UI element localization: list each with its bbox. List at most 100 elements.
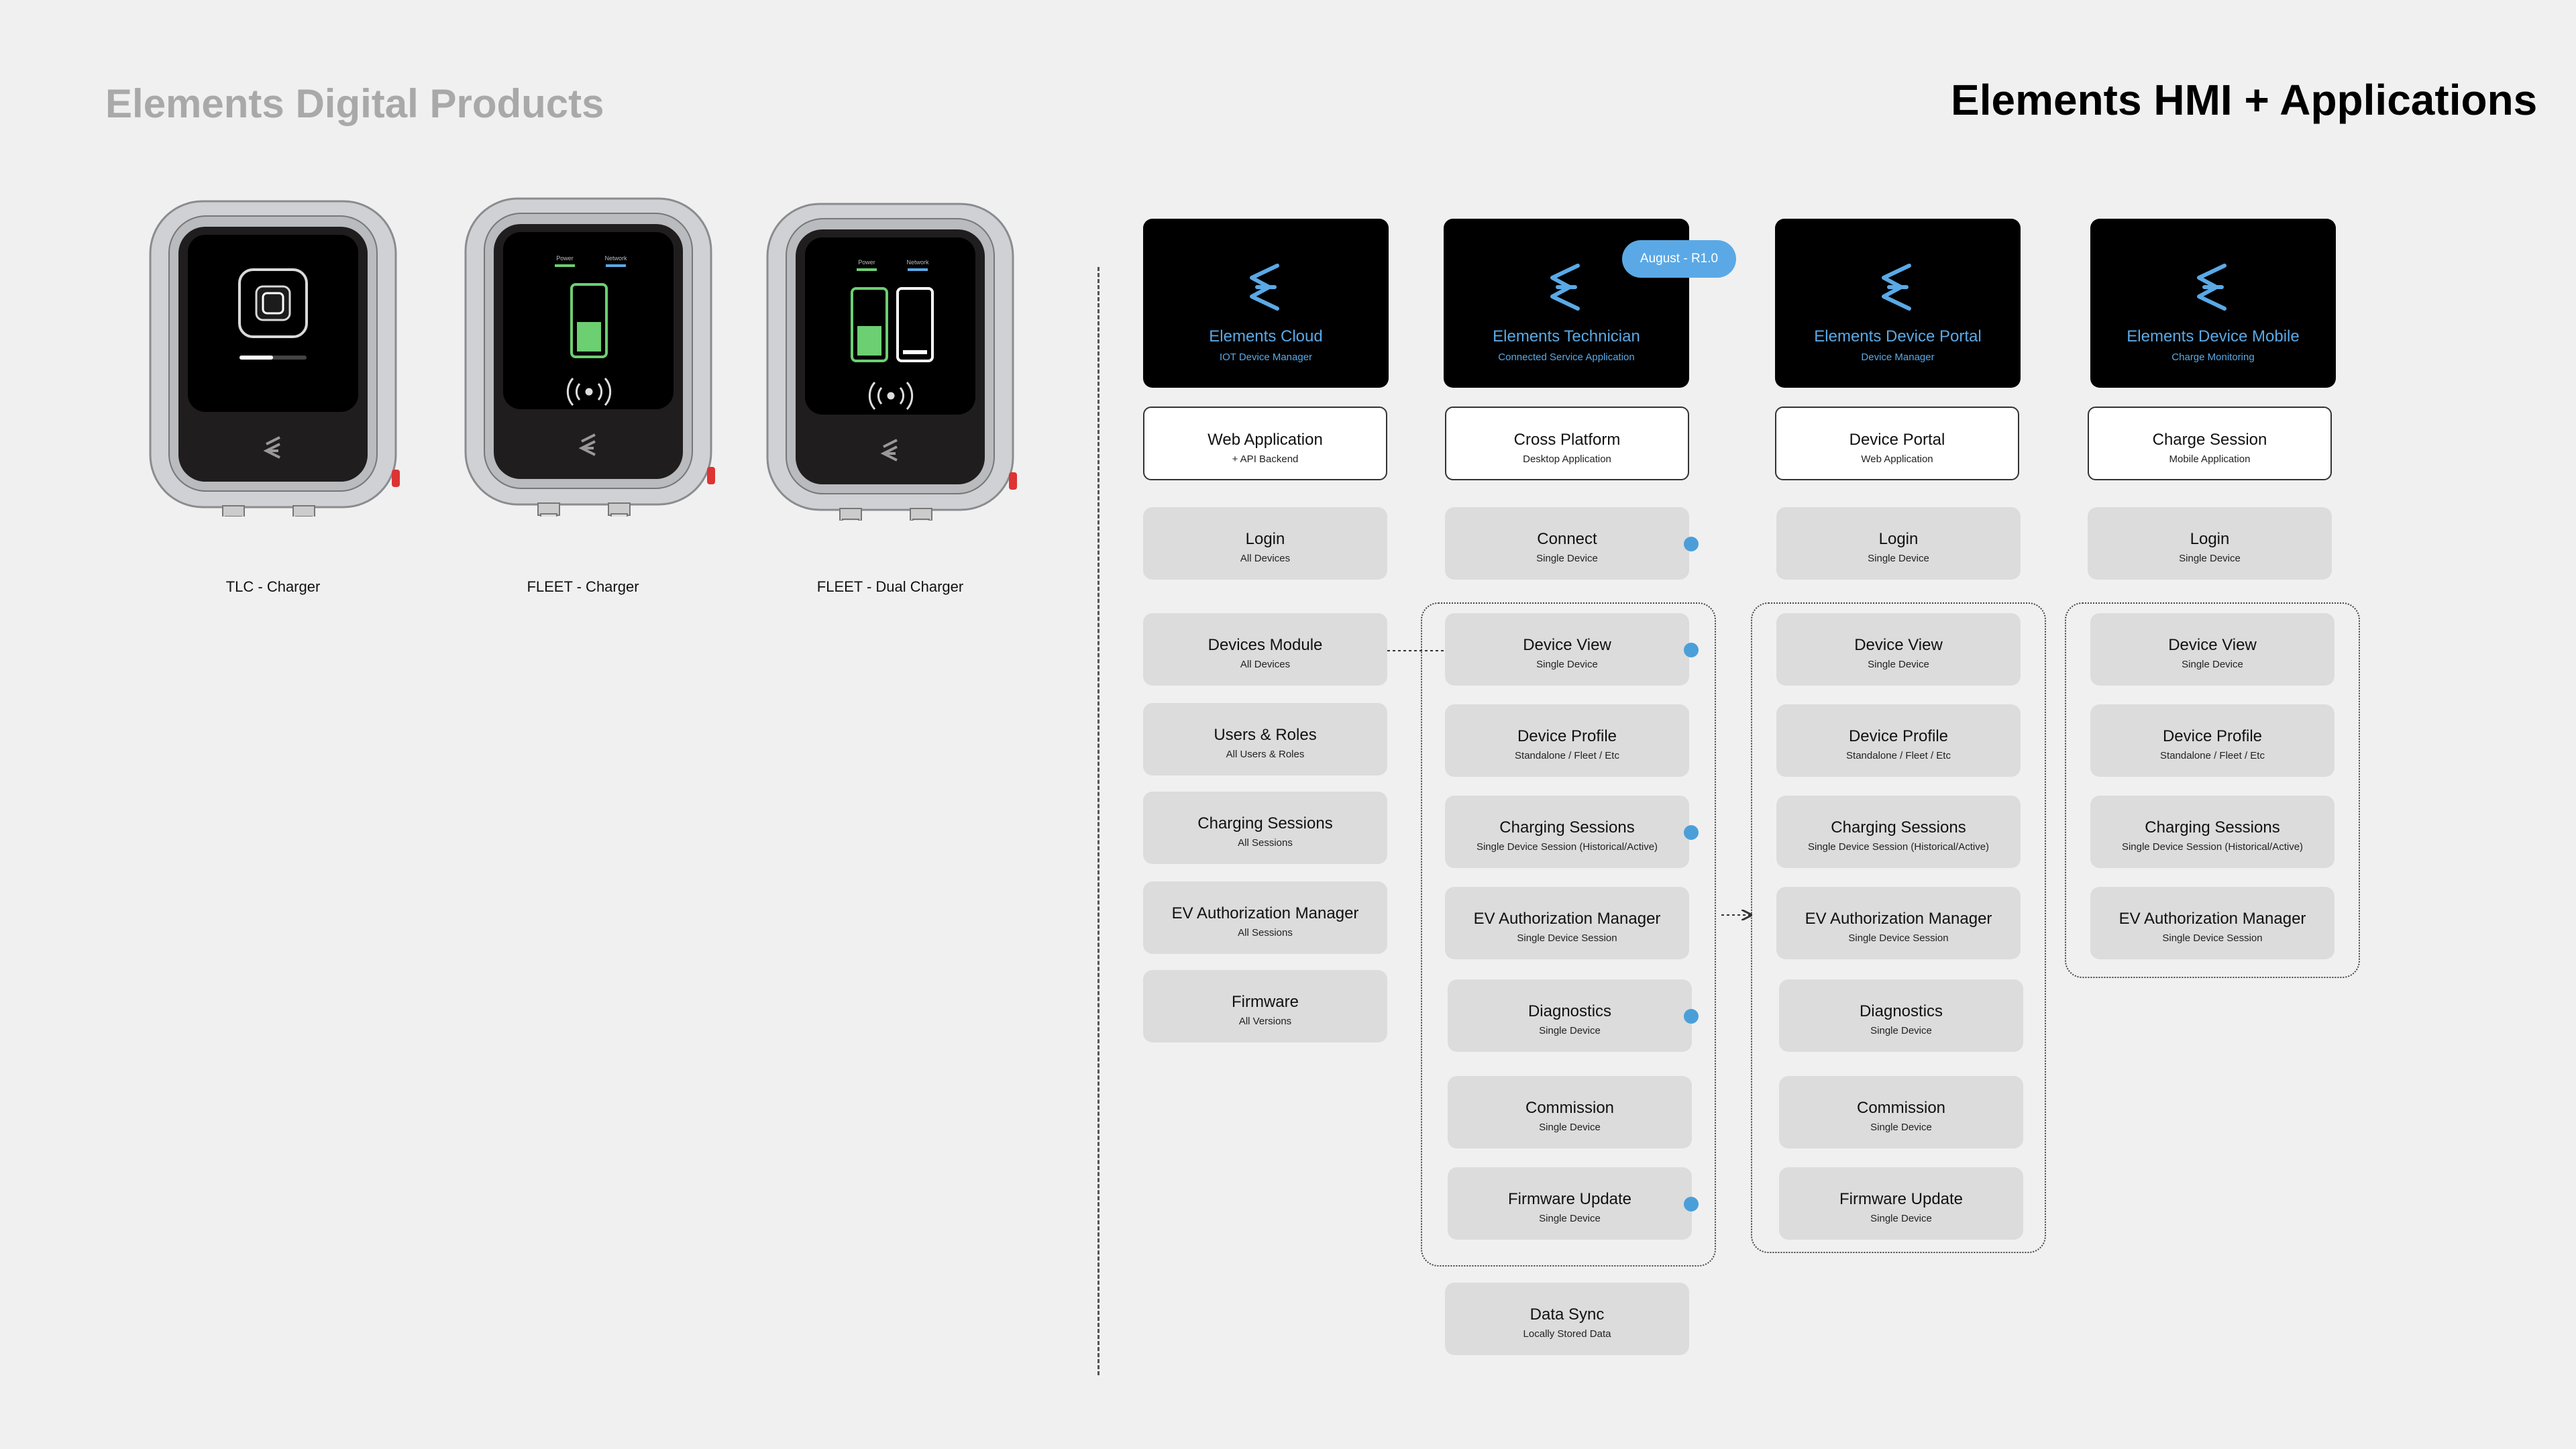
release-dot-icon xyxy=(1684,537,1699,551)
release-dot-icon xyxy=(1684,643,1699,657)
module-subtitle: Single Device xyxy=(2088,553,2332,564)
section-divider xyxy=(1097,267,1099,1375)
platform-title: Charge Session xyxy=(2089,431,2330,449)
elements-logo-icon xyxy=(1543,260,1590,314)
platform-cross-platform[interactable]: Cross Platform Desktop Application xyxy=(1445,407,1689,480)
power-indicator-label: Power xyxy=(556,255,574,262)
module-subtitle: All Devices xyxy=(1143,553,1387,564)
module-title: Device View xyxy=(1445,636,1689,655)
module-title: Charging Sessions xyxy=(1143,814,1387,833)
module-subtitle: Standalone / Fleet / Etc xyxy=(2090,750,2334,761)
app-subtitle: IOT Device Manager xyxy=(1143,352,1389,363)
release-dot-icon xyxy=(1684,1197,1699,1212)
platform-title: Cross Platform xyxy=(1446,431,1688,449)
app-header-elements-device-portal[interactable]: Elements Device Portal Device Manager xyxy=(1775,219,2021,388)
platform-device-portal[interactable]: Device Portal Web Application xyxy=(1775,407,2019,480)
module-title: Device Profile xyxy=(1445,727,1689,746)
module-subtitle: Single Device xyxy=(1776,659,2021,670)
power-indicator-label: Power xyxy=(858,259,875,266)
module-title: Device Profile xyxy=(2090,727,2334,746)
elements-logo-icon xyxy=(1874,260,1921,314)
module-subtitle: Single Device xyxy=(1448,1213,1692,1224)
elements-logo-icon xyxy=(1242,260,1289,314)
module-title: Device Profile xyxy=(1776,727,2021,746)
module-subtitle: Single Device xyxy=(1448,1025,1692,1036)
module-subtitle: Single Device Session xyxy=(1776,932,2021,944)
platform-subtitle: + API Backend xyxy=(1144,453,1386,465)
charger-label-fleet-dual: FLEET - Dual Charger xyxy=(759,578,1021,596)
release-dot-icon xyxy=(1684,1009,1699,1024)
module-title: EV Authorization Manager xyxy=(2090,910,2334,928)
module-subtitle: Single Device xyxy=(2090,659,2334,670)
elements-logo-icon xyxy=(2190,260,2237,314)
module-title: Users & Roles xyxy=(1143,726,1387,745)
left-page-title: Elements Digital Products xyxy=(105,80,604,127)
app-subtitle: Charge Monitoring xyxy=(2090,352,2336,363)
module-title: Data Sync xyxy=(1445,1305,1689,1324)
app-subtitle: Device Manager xyxy=(1775,352,2021,363)
module-title: Devices Module xyxy=(1143,636,1387,655)
module-title: Charging Sessions xyxy=(1776,818,2021,837)
module-title: Connect xyxy=(1445,530,1689,549)
module-subtitle: Single Device xyxy=(1779,1025,2023,1036)
module-subtitle: Standalone / Fleet / Etc xyxy=(1445,750,1689,761)
module-subtitle: All Devices xyxy=(1143,659,1387,670)
network-indicator-label: Network xyxy=(604,255,627,262)
fleet-charger-illustration: Power Network xyxy=(458,195,719,517)
module-title: EV Authorization Manager xyxy=(1776,910,2021,928)
module-title: Charging Sessions xyxy=(1445,818,1689,837)
platform-title: Web Application xyxy=(1144,431,1386,449)
module-title: EV Authorization Manager xyxy=(1445,910,1689,928)
right-page-title: Elements HMI + Applications xyxy=(1951,75,2537,125)
module-subtitle: Standalone / Fleet / Etc xyxy=(1776,750,2021,761)
platform-web-application[interactable]: Web Application + API Backend xyxy=(1143,407,1387,480)
platform-charge-session[interactable]: Charge Session Mobile Application xyxy=(2088,407,2332,480)
module-subtitle: Single Device Session xyxy=(1445,932,1689,944)
module-title: Login xyxy=(1776,530,2021,549)
module-subtitle: All Users & Roles xyxy=(1143,749,1387,760)
module-subtitle: Single Device Session (Historical/Active… xyxy=(2090,841,2334,853)
app-name: Elements Cloud xyxy=(1143,327,1389,346)
module-title: Charging Sessions xyxy=(2090,818,2334,837)
module-title: Device View xyxy=(2090,636,2334,655)
module-subtitle: All Sessions xyxy=(1143,927,1387,938)
platform-subtitle: Web Application xyxy=(1776,453,2018,465)
module-title: Login xyxy=(1143,530,1387,549)
module-title: Firmware Update xyxy=(1448,1190,1692,1209)
module-subtitle: Single Device xyxy=(1776,553,2021,564)
module-title: Diagnostics xyxy=(1448,1002,1692,1021)
module-title: Firmware Update xyxy=(1779,1190,2023,1209)
app-header-elements-cloud[interactable]: Elements Cloud IOT Device Manager xyxy=(1143,219,1389,388)
app-header-elements-device-mobile[interactable]: Elements Device Mobile Charge Monitoring xyxy=(2090,219,2336,388)
module-subtitle: Single Device xyxy=(1445,659,1689,670)
app-name: Elements Device Mobile xyxy=(2090,327,2336,346)
